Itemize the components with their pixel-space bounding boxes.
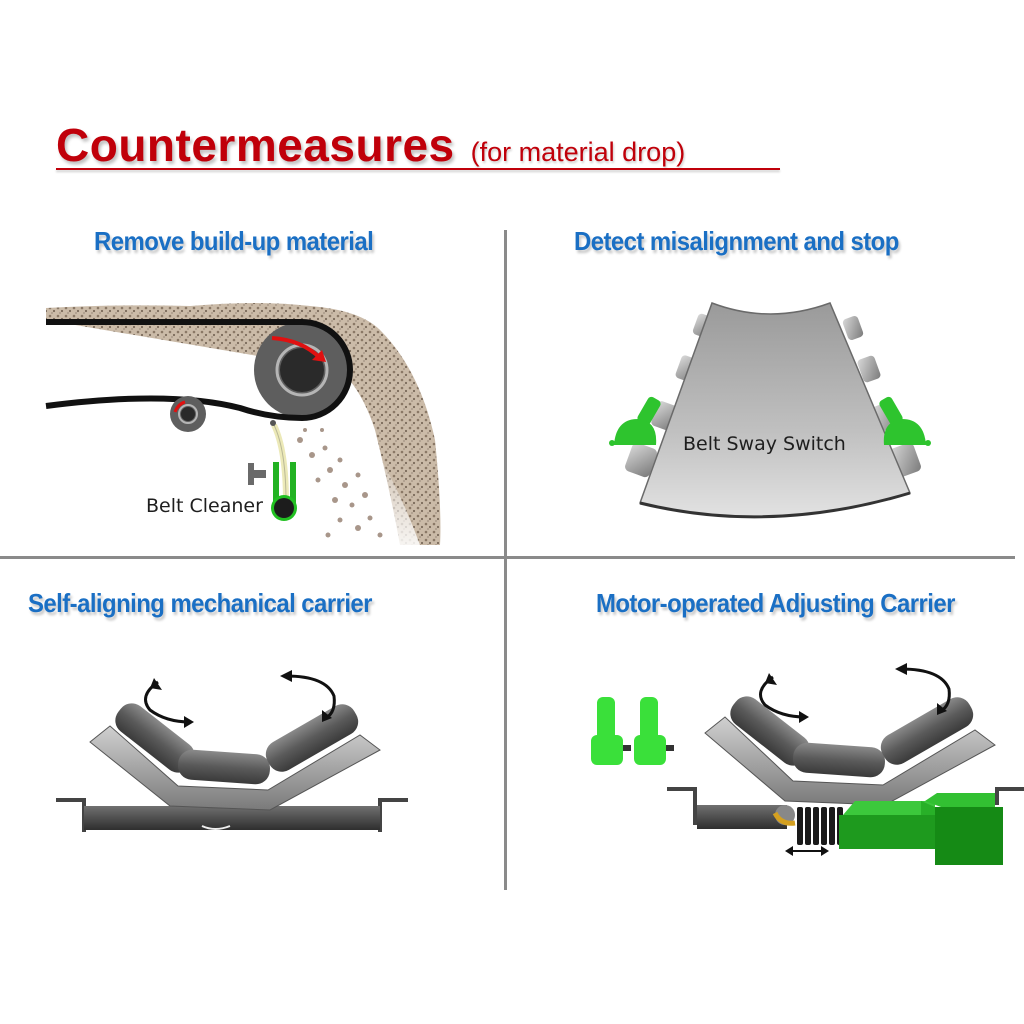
limit-switch-icon xyxy=(634,697,674,765)
panel-heading-detect-misalignment: Detect misalignment and stop xyxy=(574,226,899,256)
belt-cleaner-illustration xyxy=(45,303,441,545)
title-underline xyxy=(56,168,780,170)
belt-sway-switch-label: Belt Sway Switch xyxy=(683,433,846,455)
vertical-divider xyxy=(504,230,507,890)
slide-title: Countermeasures (for material drop) xyxy=(56,118,685,172)
panel-heading-self-aligning: Self-aligning mechanical carrier xyxy=(28,588,372,618)
title-main: Countermeasures xyxy=(56,119,455,171)
sway-switch-right-icon xyxy=(879,396,931,446)
limit-switch-icon xyxy=(591,697,631,765)
title-subtitle: (for material drop) xyxy=(470,137,686,167)
self-aligning-carrier-illustration xyxy=(56,670,408,832)
panel-heading-remove-buildup: Remove build-up material xyxy=(94,226,374,256)
belt-cleaner-label: Belt Cleaner xyxy=(146,495,263,517)
sway-switch-left-icon xyxy=(609,396,661,446)
motor-operated-carrier-illustration xyxy=(591,663,1024,865)
horizontal-divider xyxy=(0,556,1015,559)
panel-heading-motor-operated: Motor-operated Adjusting Carrier xyxy=(596,588,955,618)
belt-sway-switch-illustration xyxy=(609,302,931,519)
